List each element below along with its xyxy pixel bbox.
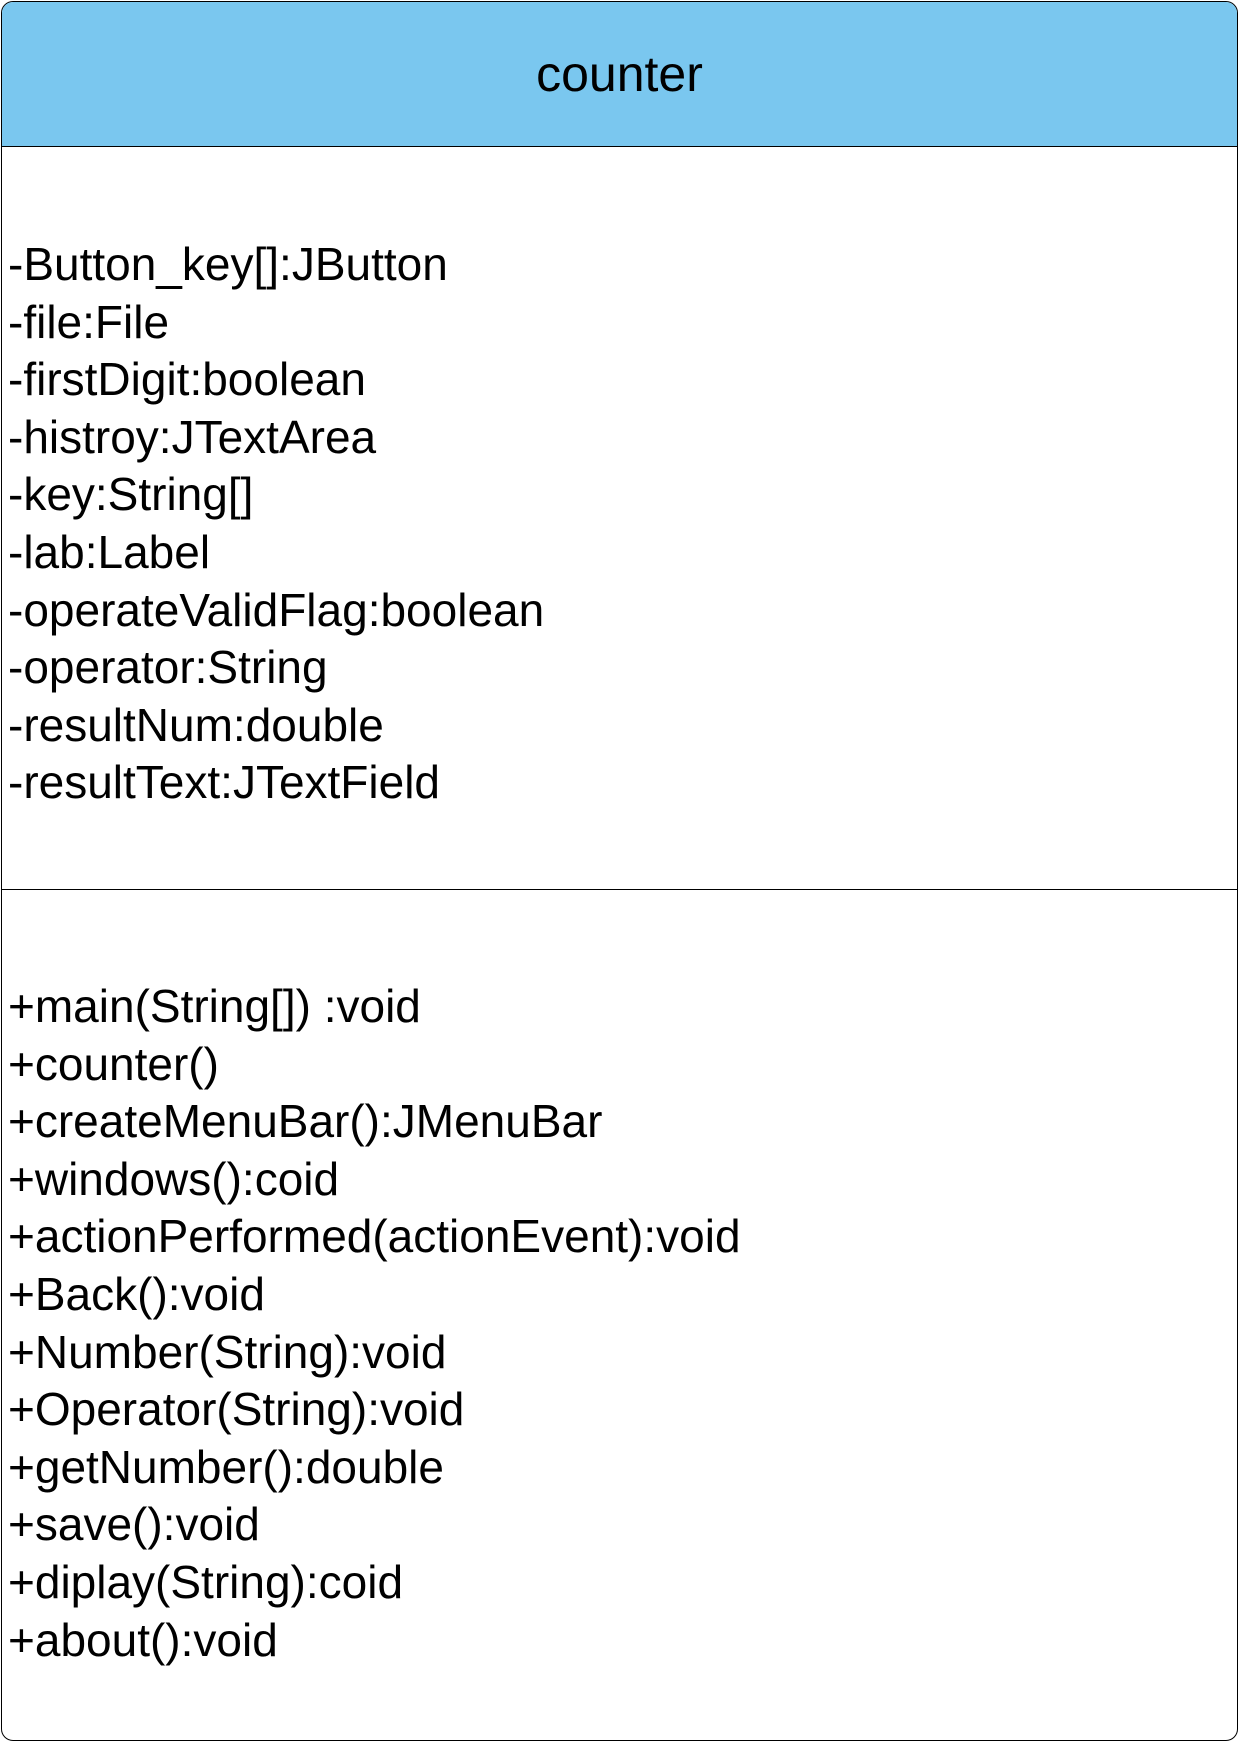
- attribute: -operator:String: [8, 641, 328, 694]
- method: +about():void: [8, 1613, 278, 1666]
- attribute: -file:File: [8, 295, 170, 348]
- attribute: -histroy:JTextArea: [8, 410, 377, 463]
- method: +getNumber():double: [8, 1440, 444, 1493]
- method: +createMenuBar():JMenuBar: [8, 1095, 603, 1148]
- attribute: -firstDigit:boolean: [8, 353, 366, 406]
- method: +save():void: [8, 1498, 260, 1551]
- method: +actionPerformed(actionEvent):void: [8, 1210, 741, 1263]
- attribute: -operateValidFlag:boolean: [8, 583, 545, 636]
- attribute: -key:String[]: [8, 468, 254, 521]
- attribute: -resultNum:double: [8, 698, 384, 751]
- method: +windows():coid: [8, 1152, 340, 1205]
- attributes-compartment: -Button_key[]:JButton -file:File -firstD…: [2, 147, 1237, 890]
- class-header: counter: [2, 2, 1237, 147]
- class-name: counter: [536, 46, 703, 102]
- attribute: -lab:Label: [8, 525, 211, 578]
- method: +main(String[]) :void: [8, 980, 421, 1032]
- methods-compartment: +main(String[]) :void +counter() +create…: [2, 890, 1237, 1669]
- attribute: -Button_key[]:JButton: [8, 238, 448, 290]
- method: +Operator(String):void: [8, 1383, 465, 1436]
- method: +counter(): [8, 1037, 219, 1090]
- method: +diplay(String):coid: [8, 1555, 404, 1608]
- attribute: -resultText:JTextField: [8, 756, 441, 809]
- method: +Back():void: [8, 1267, 265, 1320]
- method: +Number(String):void: [8, 1325, 447, 1378]
